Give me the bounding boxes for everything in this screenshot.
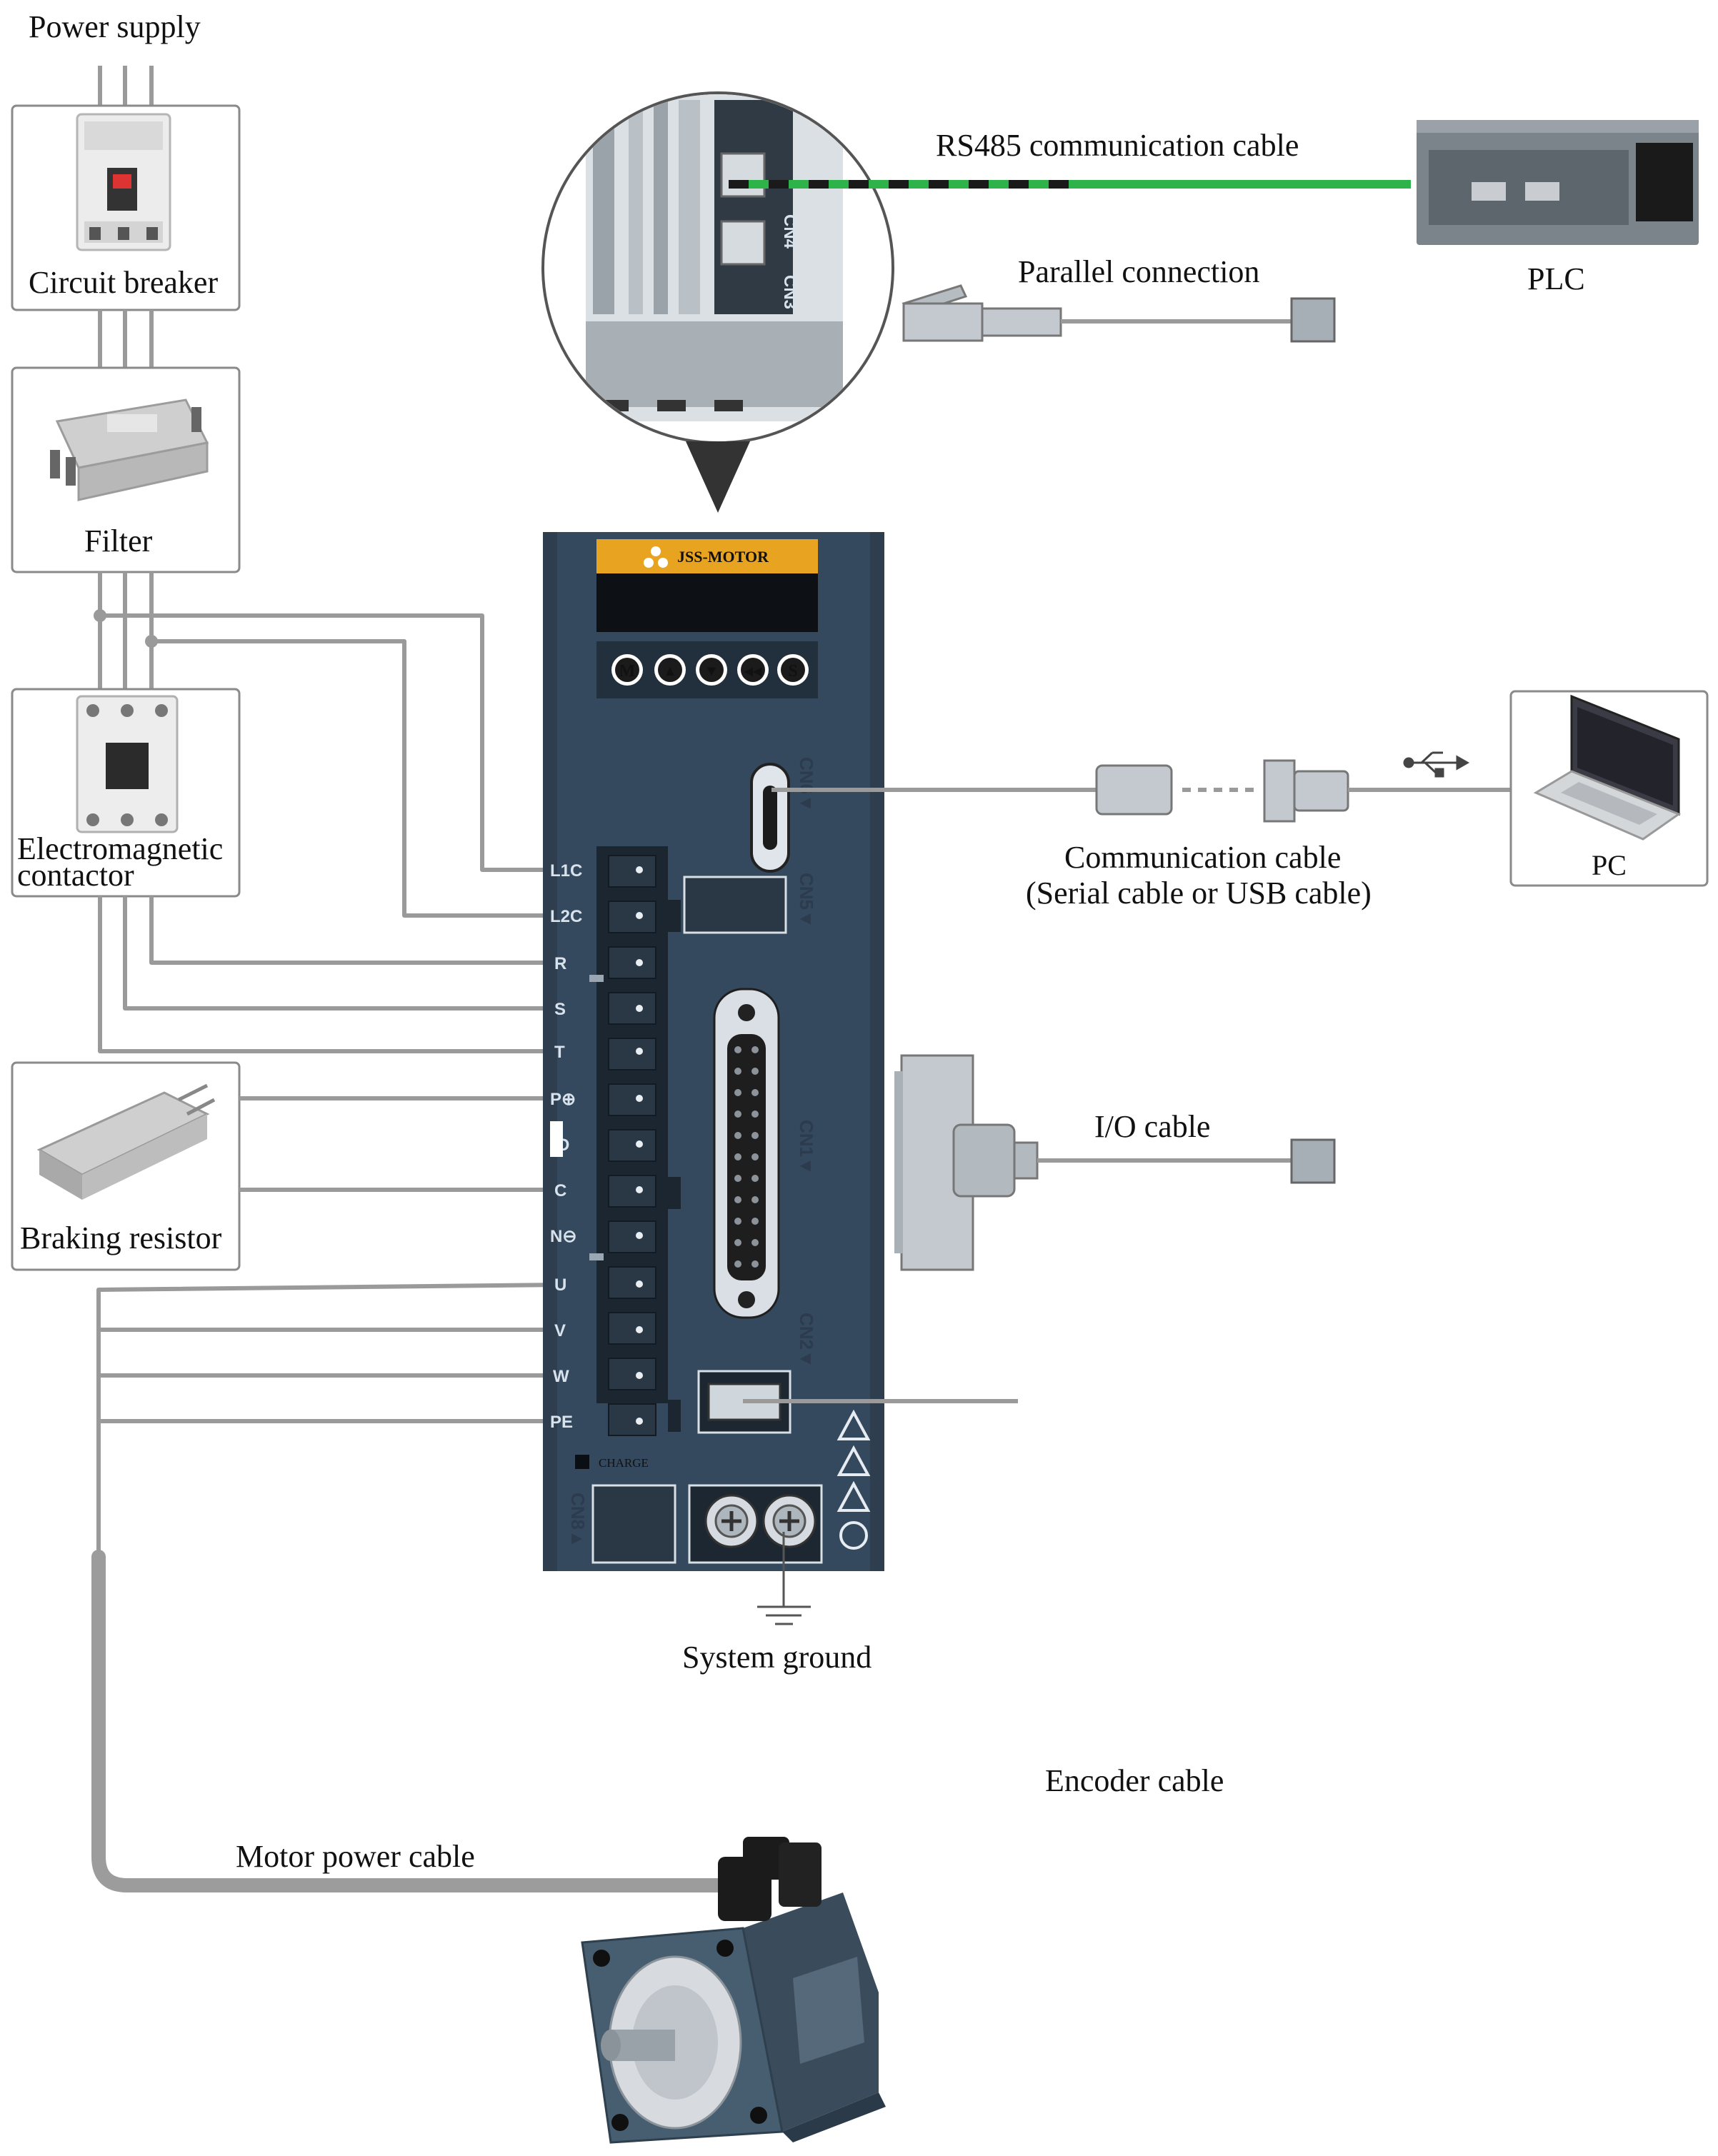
db44-plug-icon bbox=[894, 1054, 1039, 1271]
braking-resistor-label: Braking resistor bbox=[20, 1220, 222, 1255]
power-terminal-block bbox=[589, 846, 681, 1436]
charge-label: CHARGE bbox=[599, 1456, 649, 1470]
usb-icon bbox=[1403, 751, 1470, 778]
contactor-icon bbox=[76, 695, 179, 833]
cn2-label: CN2▼ bbox=[796, 1313, 817, 1368]
drive-display bbox=[596, 573, 818, 632]
io-cable-label: I/O cable bbox=[1094, 1109, 1210, 1144]
contactor-label-line1: Electromagnetic bbox=[17, 831, 223, 866]
filter-label: Filter bbox=[84, 523, 153, 558]
charge-led bbox=[575, 1455, 589, 1469]
braking-resistor: Braking resistor bbox=[11, 1061, 241, 1271]
plc-icon bbox=[1417, 120, 1699, 245]
pd-jumper bbox=[550, 1121, 563, 1157]
contactor-label-line2: contactor bbox=[17, 858, 134, 893]
rs485-cable-label: RS485 communication cable bbox=[936, 128, 1299, 163]
comm-cable-label-line1: Communication cable bbox=[1064, 840, 1341, 875]
parallel-connection-label: Parallel connection bbox=[1018, 254, 1259, 289]
plc: PLC bbox=[1417, 120, 1699, 296]
motor-power-cable-label: Motor power cable bbox=[236, 1839, 475, 1874]
brand-name: JSS-MOTOR bbox=[677, 548, 769, 566]
svg-text:▼: ▼ bbox=[704, 663, 719, 679]
zoom-port-cn3: CN3 bbox=[780, 275, 799, 309]
terminal-r: R bbox=[554, 954, 566, 973]
cn5-label: CN5▼ bbox=[796, 873, 817, 928]
cn8-label: CN8▲ bbox=[567, 1493, 589, 1548]
parallel-connection-cable[interactable] bbox=[902, 284, 1336, 343]
warning-icons bbox=[836, 1409, 871, 1550]
terminal-w: W bbox=[553, 1367, 569, 1386]
button-shift[interactable]: ◀◀ bbox=[737, 654, 769, 686]
breaker-to-filter-lines bbox=[98, 310, 154, 368]
button-down[interactable]: ▼ bbox=[696, 654, 727, 686]
button-up[interactable]: ▲ bbox=[654, 654, 686, 686]
circuit-breaker-icon bbox=[76, 113, 171, 251]
power-wiring bbox=[91, 613, 729, 1892]
terminal-labels: L1C L2C R S T P⊕ D C N⊖ U V W PE bbox=[550, 861, 582, 1432]
pc: PC bbox=[1509, 690, 1709, 887]
brand-logo-icon bbox=[644, 546, 668, 568]
panel-buttons: M ▲ ▼ ◀◀ S bbox=[611, 654, 809, 686]
cn5-port[interactable] bbox=[683, 876, 787, 934]
comm-cable-label-line2: (Serial cable or USB cable) bbox=[1026, 876, 1372, 911]
ground-screw-icon bbox=[704, 1494, 759, 1548]
ground-symbol-icon bbox=[839, 1521, 868, 1550]
communication-cable[interactable] bbox=[771, 759, 1511, 823]
io-cable[interactable] bbox=[894, 1054, 1336, 1271]
system-ground: System ground bbox=[682, 1532, 872, 1675]
svg-text:S: S bbox=[788, 662, 797, 681]
zoom-port-cn4: CN4 bbox=[780, 214, 799, 249]
cn6-label: CN6▼ bbox=[796, 757, 817, 813]
power-supply-lines bbox=[98, 66, 154, 106]
terminal-n: N⊖ bbox=[550, 1227, 576, 1246]
terminal-p: P⊕ bbox=[550, 1090, 576, 1109]
warning-triangle-icon bbox=[836, 1445, 871, 1476]
terminal-s: S bbox=[554, 1000, 566, 1019]
terminal-u: U bbox=[554, 1275, 566, 1295]
terminal-l2c: L2C bbox=[550, 907, 582, 926]
parallel-connector-end bbox=[1290, 297, 1336, 343]
brand-plate bbox=[596, 539, 818, 573]
servo-motor-icon bbox=[581, 1837, 886, 2144]
warning-triangle-icon bbox=[836, 1409, 871, 1440]
io-connector-end bbox=[1290, 1138, 1336, 1184]
braking-resistor-icon bbox=[36, 1083, 216, 1200]
servo-motor bbox=[581, 1837, 886, 2144]
cn1-port[interactable] bbox=[713, 988, 780, 1319]
cn8-port[interactable] bbox=[591, 1484, 676, 1564]
db9-connector-icon bbox=[1263, 759, 1349, 823]
encoder-cable-label: Encoder cable bbox=[1045, 1763, 1224, 1798]
terminal-t: T bbox=[554, 1043, 565, 1062]
warning-triangle-icon bbox=[836, 1480, 871, 1512]
button-m[interactable]: M bbox=[611, 654, 643, 686]
rj45-plug-icon bbox=[902, 284, 1062, 342]
laptop-icon bbox=[1533, 694, 1682, 841]
system-ground-label: System ground bbox=[682, 1640, 872, 1675]
terminal-pe: PE bbox=[550, 1413, 573, 1432]
terminal-c: C bbox=[554, 1181, 566, 1200]
servo-drive: JSS-MOTOR M ▲ ▼ ◀◀ bbox=[543, 532, 884, 1571]
plc-label: PLC bbox=[1527, 261, 1585, 296]
electromagnetic-contactor: Electromagnetic contactor bbox=[11, 688, 241, 898]
circuit-breaker-label: Circuit breaker bbox=[29, 265, 218, 300]
port-zoom-callout: CN4 CN3 bbox=[541, 91, 894, 513]
svg-text:▲: ▲ bbox=[663, 663, 677, 679]
button-s[interactable]: S bbox=[777, 654, 809, 686]
filter-to-contactor-lines bbox=[94, 572, 158, 689]
earth-ground-icon bbox=[757, 1605, 811, 1625]
svg-text:◀◀: ◀◀ bbox=[744, 666, 762, 678]
cn1-label: CN1▼ bbox=[796, 1120, 817, 1175]
circuit-breaker: Circuit breaker bbox=[11, 104, 241, 311]
filter: Filter bbox=[11, 366, 241, 573]
ground-screw-icon bbox=[762, 1494, 816, 1548]
filter-icon bbox=[50, 398, 209, 501]
terminal-v: V bbox=[554, 1321, 566, 1340]
pc-label: PC bbox=[1592, 849, 1627, 881]
svg-text:M: M bbox=[619, 662, 636, 681]
terminal-l1c: L1C bbox=[550, 861, 582, 881]
power-supply-label: Power supply bbox=[29, 9, 201, 44]
